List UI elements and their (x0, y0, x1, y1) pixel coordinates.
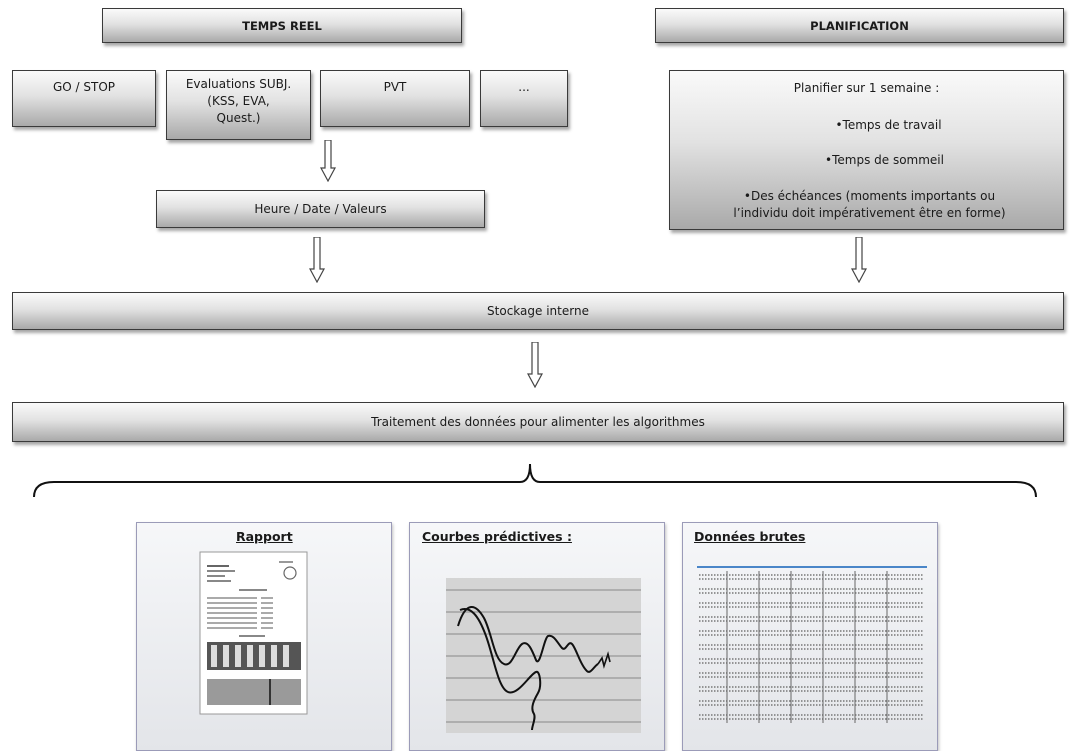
rapport-panel: Rapport (136, 522, 392, 751)
go-stop-box: GO / STOP (12, 70, 156, 127)
evaluations-line-3: Quest.) (216, 111, 261, 125)
deadline-line-1: Des échéances (moments importants ou (750, 189, 996, 203)
predictive-curves-chart (446, 578, 641, 733)
down-arrow-icon (320, 140, 336, 182)
down-arrow-icon (527, 342, 543, 388)
planning-bullet-sleep-label: Temps de sommeil (832, 153, 944, 167)
raw-data-table (697, 566, 927, 723)
go-stop-label: GO / STOP (52, 80, 116, 94)
planning-bullet-deadlines: •Des échéances (moments importants ou l’… (673, 188, 1066, 222)
bullet-icon: • (743, 189, 751, 203)
donnees-brutes-panel: Données brutes (682, 522, 938, 751)
courbes-predictives-title: Courbes prédictives : (422, 529, 572, 544)
planification-label: PLANIFICATION (810, 18, 909, 33)
temps-reel-label: TEMPS REEL (242, 18, 322, 33)
planning-box: Planifier sur 1 semaine : •Temps de trav… (669, 70, 1064, 230)
down-arrow-icon (851, 237, 867, 283)
planning-bullet-work: •Temps de travail (692, 118, 1072, 132)
ellipsis-label: ... (518, 80, 530, 94)
courbes-predictives-panel: Courbes prédictives : (409, 522, 665, 751)
evaluations-line-1: Evaluations SUBJ. (185, 77, 292, 91)
traitement-box: Traitement des données pour alimenter le… (12, 402, 1064, 442)
rapport-title: Rapport (236, 529, 293, 544)
ellipsis-box: ... (480, 70, 568, 127)
down-arrow-icon (309, 237, 325, 283)
traitement-label: Traitement des données pour alimenter le… (371, 415, 705, 429)
deadline-line-2: l’individu doit impérativement être en f… (733, 206, 1006, 220)
stockage-interne-label: Stockage interne (487, 304, 589, 318)
evaluations-line-2: (KSS, EVA, (207, 94, 270, 108)
planning-bullet-work-label: Temps de travail (842, 118, 942, 132)
bullet-icon: • (825, 153, 833, 167)
pvt-box: PVT (320, 70, 470, 127)
heure-date-valeurs-box: Heure / Date / Valeurs (156, 190, 485, 228)
heure-date-valeurs-label: Heure / Date / Valeurs (254, 202, 387, 216)
donnees-brutes-title: Données brutes (694, 529, 806, 544)
evaluations-subj-box: Evaluations SUBJ. (KSS, EVA, Quest.) (166, 70, 311, 140)
planning-title: Planifier sur 1 semaine : (793, 81, 940, 95)
planification-header: PLANIFICATION (655, 8, 1064, 43)
report-thumbnail (199, 551, 308, 715)
curly-brace-icon (33, 463, 1037, 498)
bullet-icon: • (835, 118, 843, 132)
planning-bullet-sleep: •Temps de sommeil (688, 153, 1072, 167)
pvt-label: PVT (383, 80, 407, 94)
stockage-interne-box: Stockage interne (12, 292, 1064, 330)
temps-reel-header: TEMPS REEL (102, 8, 462, 43)
